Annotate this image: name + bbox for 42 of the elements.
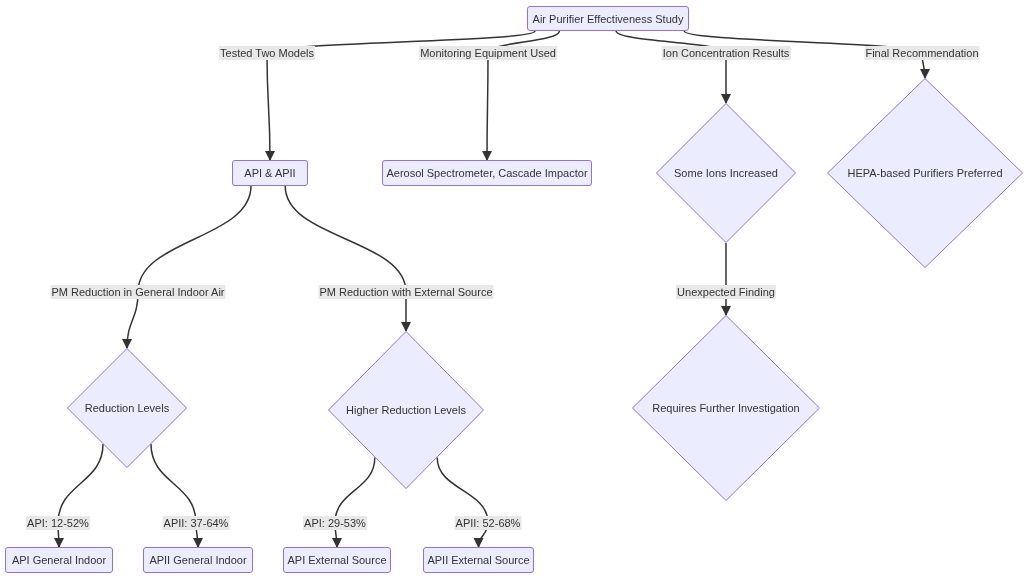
edge-label: Final Recommendation bbox=[864, 46, 980, 60]
edge-label: PM Reduction with External Source bbox=[318, 285, 494, 299]
process-box bbox=[5, 547, 113, 573]
node-label: Requires Further Investigation bbox=[652, 401, 800, 415]
edge-label: APII: 37-64% bbox=[162, 516, 230, 530]
edge-label: PM Reduction in General Indoor Air bbox=[50, 285, 226, 299]
decision-diamond bbox=[67, 348, 187, 468]
edge-label: API: 29-53% bbox=[303, 516, 367, 530]
process-box bbox=[283, 547, 391, 573]
decision-diamond bbox=[656, 103, 796, 243]
node-label: Higher Reduction Levels bbox=[346, 403, 466, 417]
edge-label: Monitoring Equipment Used bbox=[419, 46, 557, 60]
node-label: API General Indoor bbox=[11, 553, 107, 567]
node-label: Aerosol Spectrometer, Cascade Impactor bbox=[386, 166, 588, 180]
decision-diamond bbox=[632, 315, 820, 501]
arrow bbox=[53, 443, 104, 549]
node-label: API External Source bbox=[287, 553, 387, 567]
node-label: APII External Source bbox=[427, 553, 530, 567]
decision-diamond bbox=[328, 331, 484, 489]
process-box bbox=[527, 6, 689, 31]
arrow bbox=[150, 443, 204, 549]
edge-label: API: 12-52% bbox=[26, 516, 90, 530]
process-box bbox=[232, 160, 308, 186]
node-label: HEPA-based Purifiers Preferred bbox=[847, 166, 1003, 180]
arrow bbox=[122, 185, 252, 350]
process-box bbox=[423, 547, 534, 573]
edge-label: APII: 52-68% bbox=[454, 516, 522, 530]
edge-label: Unexpected Finding bbox=[676, 285, 776, 299]
node-label: API & APII bbox=[244, 166, 296, 180]
node-label: Some Ions Increased bbox=[674, 166, 778, 180]
node-label: Air Purifier Effectiveness Study bbox=[532, 11, 684, 26]
arrow bbox=[284, 185, 412, 333]
arrow bbox=[436, 456, 489, 549]
node-label: APII General Indoor bbox=[149, 553, 247, 567]
arrow bbox=[331, 456, 376, 549]
process-box bbox=[143, 547, 253, 573]
edge-label: Ion Concentration Results bbox=[661, 46, 791, 60]
decision-diamond bbox=[827, 78, 1023, 268]
node-label: Reduction Levels bbox=[84, 401, 170, 415]
arrow bbox=[481, 30, 561, 162]
process-box bbox=[382, 160, 592, 186]
edge-label: Tested Two Models bbox=[219, 46, 315, 60]
